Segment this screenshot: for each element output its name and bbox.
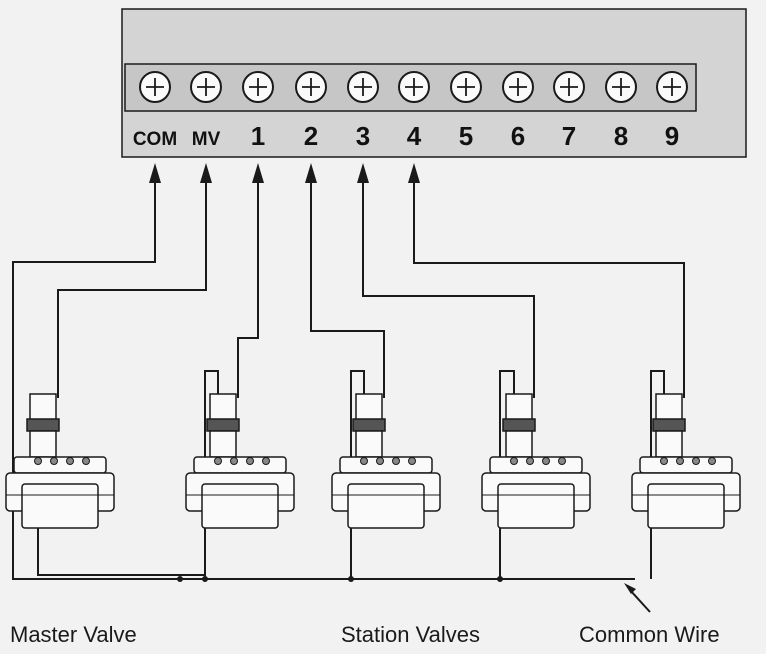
terminal-label-4: 4: [407, 121, 422, 151]
wire-station-4: [413, 167, 685, 398]
terminal-label-3: 3: [356, 121, 370, 151]
terminal-label-mv: MV: [192, 129, 221, 150]
wire-station-1: [237, 167, 259, 398]
junction-1: [202, 576, 208, 582]
terminal-screw-3: [347, 71, 379, 103]
terminal-screw-1: [242, 71, 274, 103]
valve-station-1: [185, 393, 295, 529]
valve-station-3: [481, 393, 591, 529]
arrow-4: [408, 163, 420, 183]
valve-station-4: [631, 393, 741, 529]
wiring: [12, 163, 685, 613]
master-valve-caption: Master Valve: [10, 622, 137, 647]
terminal-label-1: 1: [251, 121, 265, 151]
terminal-screw-5: [450, 71, 482, 103]
terminal-label-8: 8: [614, 121, 628, 151]
terminal-label-9: 9: [665, 121, 679, 151]
terminal-label-7: 7: [562, 121, 576, 151]
arrow-com: [149, 163, 161, 183]
terminal-label-2: 2: [304, 121, 318, 151]
valve-master: [5, 393, 115, 529]
terminal-screw-mv: [190, 71, 222, 103]
controller-panel: COM MV 1 2 3 4 5 6 7 8 9: [121, 8, 747, 158]
common-wire-pointer-head: [624, 583, 636, 594]
arrow-2: [305, 163, 317, 183]
station-valves-caption: Station Valves: [341, 622, 481, 647]
terminal-screw-2: [295, 71, 327, 103]
terminal-screw-4: [398, 71, 430, 103]
terminal-label-com: COM: [133, 129, 177, 150]
arrow-mv: [200, 163, 212, 183]
common-wire-caption: Common Wire: [579, 622, 720, 647]
common-wire: [12, 167, 635, 580]
junction-2: [348, 576, 354, 582]
terminal-screw-9: [656, 71, 688, 103]
terminal-screw-com: [139, 71, 171, 103]
wire-station-2: [310, 167, 385, 398]
terminal-label-5: 5: [459, 121, 473, 151]
wire-station-3: [362, 167, 535, 398]
terminal-screw-6: [502, 71, 534, 103]
terminal-label-6: 6: [511, 121, 525, 151]
arrow-1: [252, 163, 264, 183]
valve-station-2: [331, 393, 441, 529]
junction-3: [497, 576, 503, 582]
terminal-screw-7: [553, 71, 585, 103]
valves: [5, 393, 741, 529]
wire-master-valve: [57, 167, 207, 398]
common-wire-pointer: [629, 589, 651, 613]
arrow-3: [357, 163, 369, 183]
terminal-screw-8: [605, 71, 637, 103]
junction-0: [177, 576, 183, 582]
